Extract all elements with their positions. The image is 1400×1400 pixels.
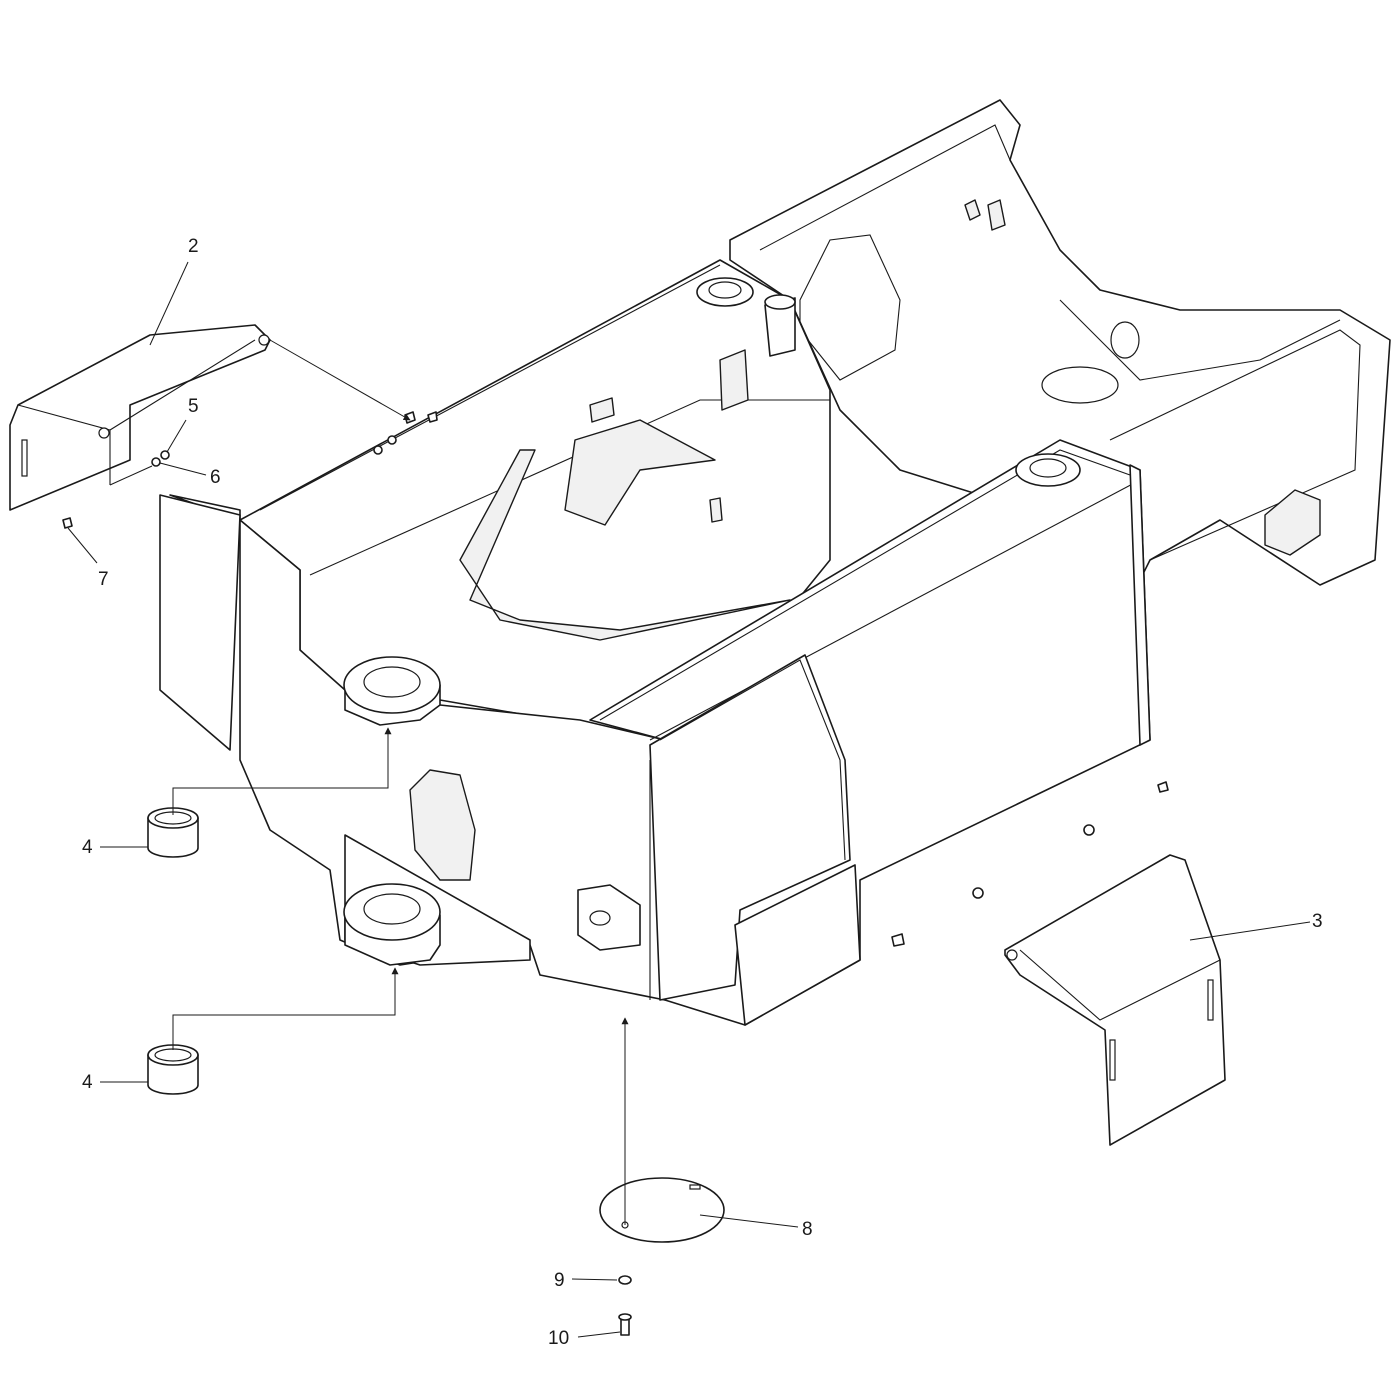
part-10-bolt xyxy=(618,1313,632,1336)
leader-lines xyxy=(67,261,1311,1338)
part-4-bushing-upper xyxy=(147,807,199,858)
callout-9: 9 xyxy=(554,1270,565,1291)
callout-7: 7 xyxy=(98,569,109,590)
part-9-washer xyxy=(618,1275,632,1285)
callout-8: 8 xyxy=(802,1219,813,1240)
callout-labels: 2 3 4 4 5 6 7 8 9 10 xyxy=(82,236,1323,1349)
callout-6: 6 xyxy=(210,467,221,488)
part-8-cover-plate xyxy=(599,1177,725,1243)
callout-4-lower: 4 xyxy=(82,1072,93,1093)
part-4-bushing-lower xyxy=(147,1044,199,1095)
part-2-upper-guard xyxy=(9,324,271,511)
upper-pivot-boss xyxy=(343,656,441,726)
callout-5: 5 xyxy=(188,396,199,417)
callout-4-upper: 4 xyxy=(82,837,93,858)
callout-10: 10 xyxy=(548,1328,569,1349)
callout-2: 2 xyxy=(188,236,199,257)
lower-pivot-boss xyxy=(343,834,531,966)
callout-3: 3 xyxy=(1312,911,1323,932)
part-3-lower-guard xyxy=(1004,854,1226,1146)
main-frame xyxy=(159,99,1391,1026)
